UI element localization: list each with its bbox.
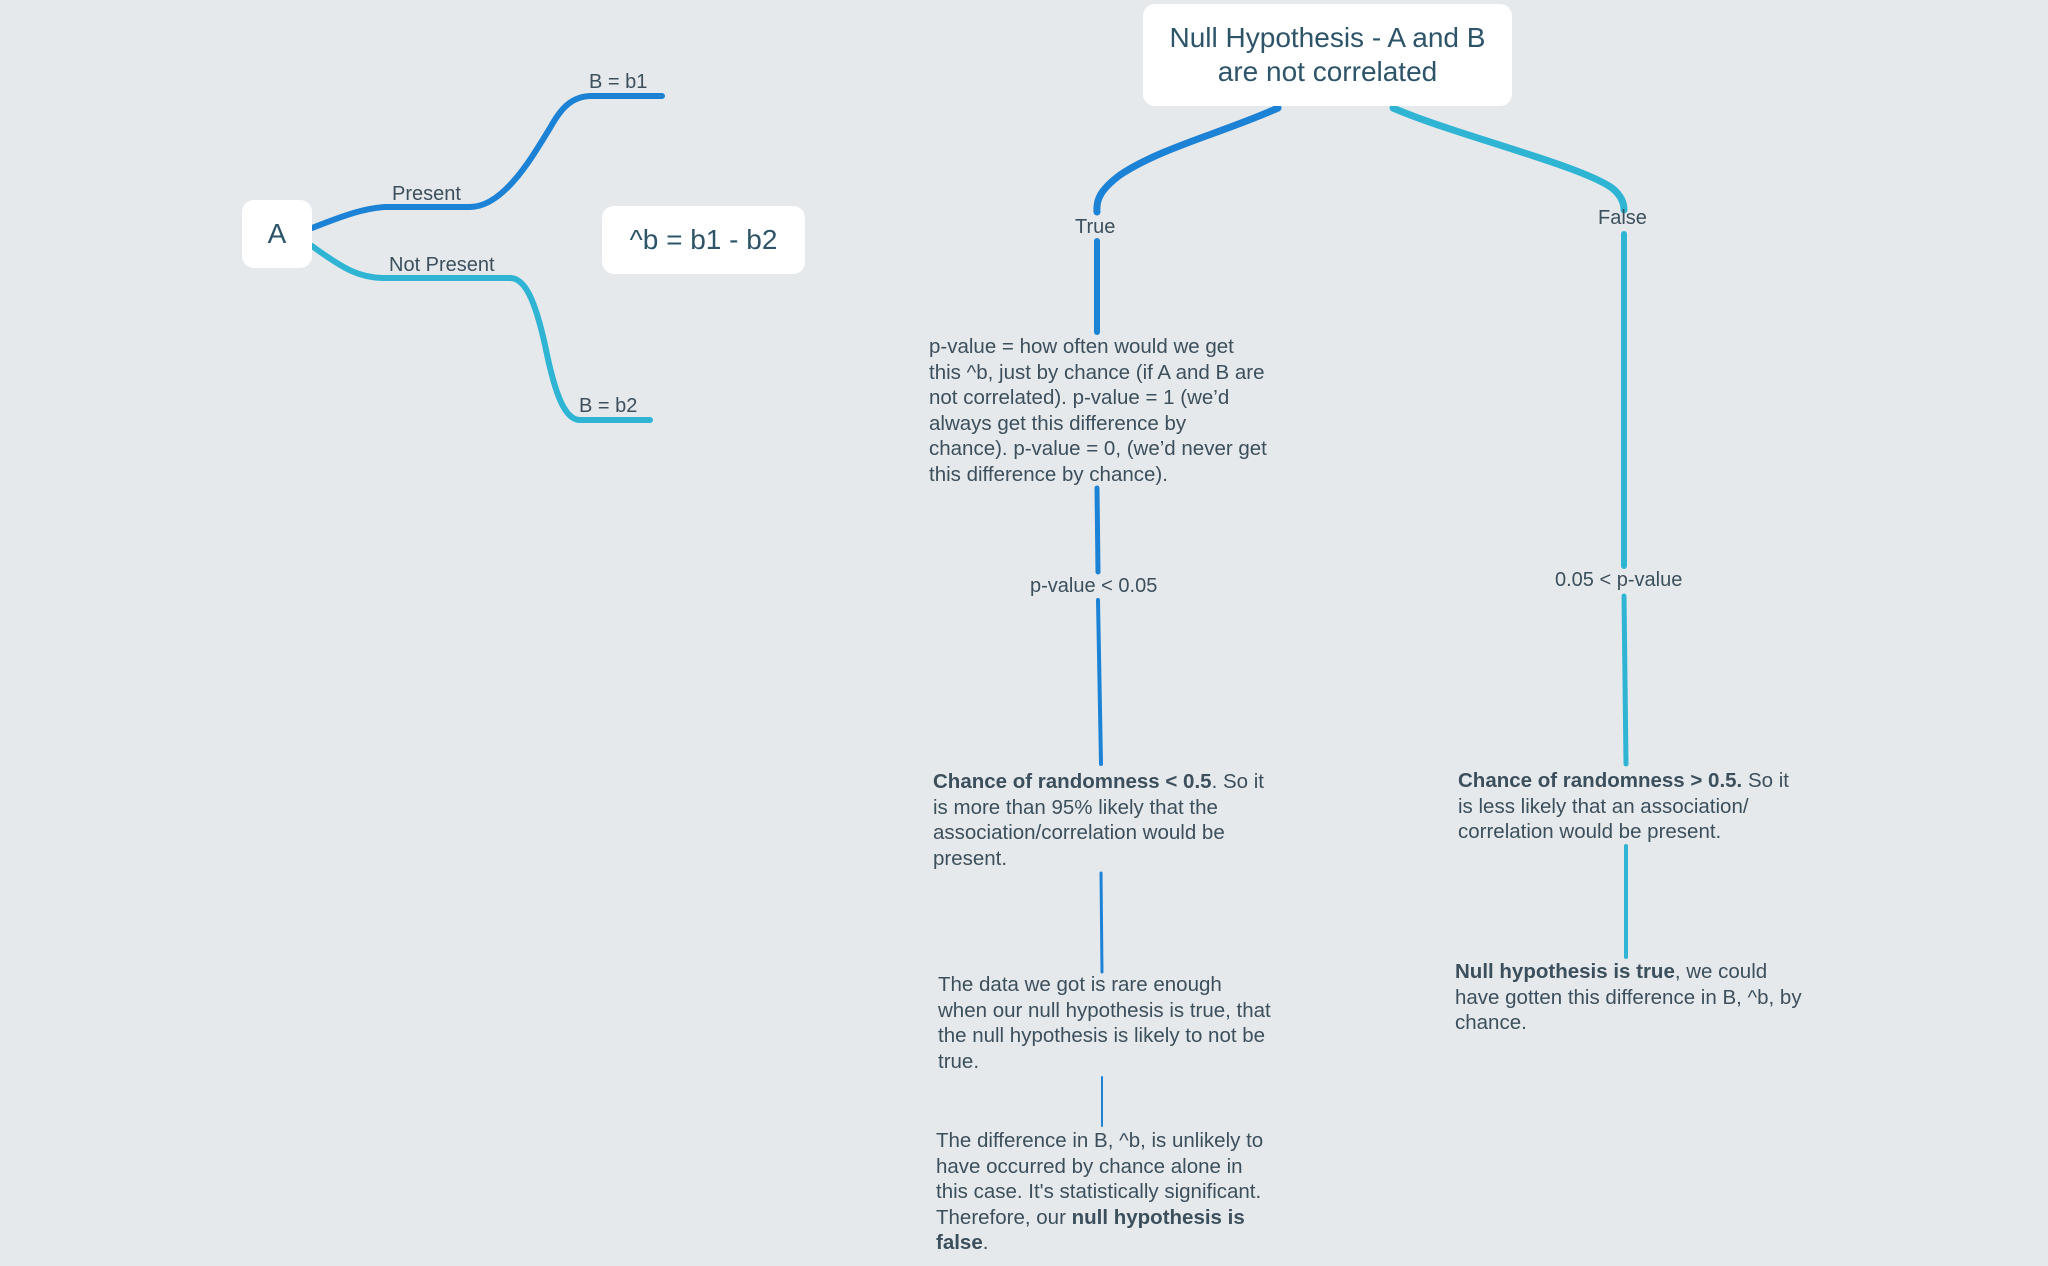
null-true-rest: , we could have gotten this difference i… [1455,960,1802,1035]
branch-true[interactable]: True [1075,216,1116,238]
edge-present [309,93,665,231]
chance-less-bold: Chance of randomness < 0.5 [933,770,1212,793]
chance-greater-bold: Chance of randomness > 0.5. [1458,769,1743,792]
node-b1[interactable]: B = b1 [589,71,648,93]
edge-true [1093,104,1282,216]
branch-false[interactable]: False [1598,207,1647,229]
difference-post: . [982,1231,989,1255]
edge-chance-to-rare [1099,871,1104,974]
chance-greater-rest: So it is less likely that an association… [1458,769,1789,844]
root-line-1: Null Hypothesis - A and B [1169,22,1486,53]
rare-data-text[interactable]: The data we got is rare enough when our … [938,973,1271,1073]
formula-box[interactable]: ^b = b1 - b2 [602,206,805,274]
label-present: Present [392,183,461,205]
null-true-bold: Null hypothesis is true [1455,960,1675,983]
difference-text[interactable]: The difference in B, ^b, is unlikely to … [936,1128,1276,1256]
node-b2[interactable]: B = b2 [579,395,638,417]
condition-pvalue-greater[interactable]: 0.05 < p-value [1555,569,1683,591]
edge-less-to-chance [1096,598,1103,766]
difference-pre: The difference in B, ^b, is unlikely to … [936,1129,1264,1229]
edge-false [1389,104,1628,214]
label-not-present: Not Present [389,254,495,276]
null-hypothesis-root[interactable]: Null Hypothesis - A and B are not correl… [1143,4,1512,106]
difference-bold: null hypothesis is false [936,1205,1245,1255]
root-line-2: are not correlated [1217,56,1438,87]
chance-less-text[interactable]: Chance of randomness < 0.5. So it is mor… [933,769,1273,871]
edge-pvalue-to-less [1094,485,1101,575]
condition-pvalue-less[interactable]: p-value < 0.05 [1030,575,1158,597]
edge-greater-to-chance [1621,593,1629,767]
chance-greater-text[interactable]: Chance of randomness > 0.5. So it is les… [1458,768,1808,845]
edge-not-present [309,243,653,423]
chance-less-rest: . So it is more than 95% likely that the… [933,770,1264,870]
pvalue-definition[interactable]: p-value = how often would we get this ^b… [929,335,1267,486]
node-a[interactable]: A [242,200,312,268]
null-true-text[interactable]: Null hypothesis is true, we could have g… [1455,959,1805,1036]
